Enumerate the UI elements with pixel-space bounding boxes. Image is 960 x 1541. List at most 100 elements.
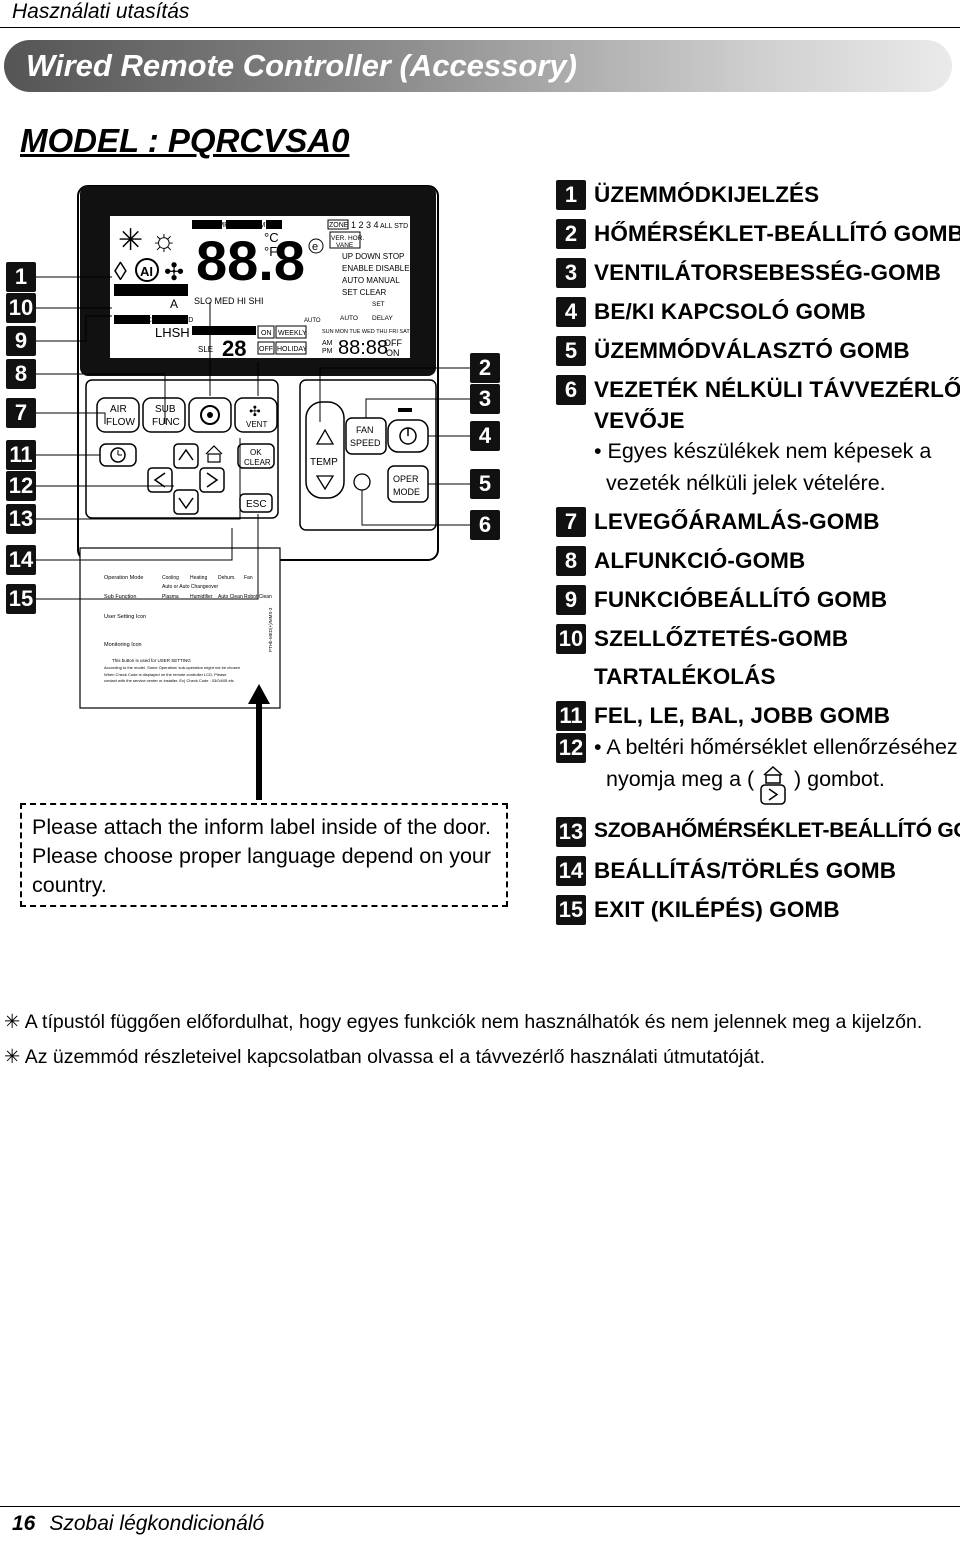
footer-title: Szobai légkondicionáló [49,1512,265,1535]
item-num-1: 1 [556,180,586,210]
item-text-2: HŐMÉRSÉKLET-BEÁLLÍTÓ GOMB [594,221,960,246]
air-flow-button[interactable]: AIR FLOW [96,397,140,433]
fan-speed-button[interactable]: FAN SPEED [345,417,387,455]
asterisk-icon: ✳ [4,1011,21,1033]
item-text-reserve: TARTALÉKOLÁS [594,664,776,689]
svg-text:SPEED: SPEED [350,438,381,448]
svg-text:FLOW: FLOW [106,417,135,428]
notice-line-3: country. [32,873,107,897]
asterisk-icon: ✳ [4,1046,21,1068]
left-button[interactable] [147,467,173,493]
item6-note-a: • Egyes készülékek nem képesek a [594,439,932,463]
header-title: Használati utasítás [12,0,190,23]
fan-speed-bar [152,315,188,324]
svg-text:Plasma: Plasma [162,594,179,600]
svg-text:SET: SET [268,222,282,229]
svg-text:1 2 3 4: 1 2 3 4 [351,220,379,230]
ok-clear-button[interactable]: OK CLEAR [237,443,275,469]
sub-func-button[interactable]: SUB FUNC [142,397,186,433]
svg-text:RESERVATION: RESERVATION [204,328,253,335]
temp-button[interactable]: TEMP [305,401,345,499]
svg-text:Fan: Fan [244,575,253,581]
item-num-10: 10 [556,624,586,654]
section-banner: Wired Remote Controller (Accessory) [4,40,952,92]
item-num-14: 14 [556,856,586,886]
sub-func-bar [114,315,150,324]
svg-text:Cooling: Cooling [162,575,179,581]
item-num-4: 4 [556,297,586,327]
svg-text:MODE: MODE [393,487,420,497]
item-num-2: 2 [556,219,586,249]
svg-text:Monitoring Icon: Monitoring Icon [104,642,142,648]
item-text-13: SZOBAHŐMÉRSÉKLET-BEÁLLÍTÓ GOMB [594,819,960,842]
footnote-1-text: A típustól függően előfordulhat, hogy eg… [24,1011,923,1033]
callout-5: 5 [470,469,500,499]
svg-text:Humidifier: Humidifier [190,594,213,600]
item-num-5: 5 [556,336,586,366]
a-icon: A [170,297,178,311]
item-num-12: 12 [556,733,586,763]
svg-text:Auto Clean: Auto Clean [218,594,243,600]
svg-text:ROOM TEMP: ROOM TEMP [227,222,270,229]
svg-text:SET: SET [372,301,385,308]
svg-text:SLE: SLE [198,345,213,354]
item12-note-a: • A beltéri hőmérséklet ellenőrzéséhez [594,735,958,759]
callout-3: 3 [470,384,500,414]
oper-mode-button[interactable]: OPER MODE [387,465,429,503]
svg-text:UP DOWN STOP: UP DOWN STOP [342,252,404,261]
svg-text:SUN MON TUE WED THU FRI SAT: SUN MON TUE WED THU FRI SAT [322,329,410,335]
svg-text:OFF: OFF [259,346,273,353]
item-text-9: FUNKCIÓBEÁLLÍTÓ GOMB [594,587,888,612]
svg-text:ESC: ESC [246,499,267,510]
right-button[interactable] [199,467,225,493]
item-text-3: VENTILÁTORSEBESSÉG-GOMB [594,260,941,285]
vent-button[interactable]: ✣ VENT [234,397,278,433]
item-text-6b: VEVŐJE [594,408,685,433]
item-num-7: 7 [556,507,586,537]
svg-text:AM: AM [322,340,333,347]
timer-button[interactable] [99,443,137,467]
svg-text:VER. HOR.: VER. HOR. [331,235,364,242]
svg-text:Dehum.: Dehum. [218,575,236,581]
svg-text:°C: °C [264,230,279,245]
item12-note-c: ) gombot. [794,767,885,791]
svg-text:ZONE: ZONE [329,222,349,229]
down-button[interactable] [173,489,199,515]
svg-text:e: e [312,241,318,253]
callout-9: 9 [6,326,36,356]
svg-text:FUNC: FUNC [152,417,180,428]
header-rule [0,27,960,28]
item-num-13: 13 [556,817,586,847]
up-button[interactable] [173,443,199,469]
power-button[interactable] [387,419,429,453]
footnote-1: ✳ A típustól függően előfordulhat, hogy … [4,1010,922,1034]
svg-text:Sub Function: Sub Function [104,594,136,600]
svg-text:HOLIDAY: HOLIDAY [277,346,308,353]
lcd-digits: 88.8 [196,229,305,292]
item-num-3: 3 [556,258,586,288]
callout-2: 2 [470,353,500,383]
svg-text:88:88: 88:88 [338,337,388,359]
callout-7: 7 [6,398,36,428]
e-icon [308,238,324,254]
function-setting-button[interactable] [188,397,232,433]
banner-title: Wired Remote Controller (Accessory) [26,48,577,83]
door-side-text: PTHb-MED(+)/MMS-3 [268,607,273,652]
page-number: 16 [12,1512,36,1535]
item12-note-b: nyomja meg a ( [606,767,755,791]
item-num-15: 15 [556,895,586,925]
svg-text:ALL STD: ALL STD [380,223,408,230]
svg-text:This button is used for USER S: This button is used for USER SETTING [112,658,191,663]
footnote-2-text: Az üzemmód részleteivel kapcsolatban olv… [24,1046,765,1068]
room-temp-button-icon [760,765,786,805]
svg-text:VENT: VENT [246,420,267,429]
svg-text:OPER: OPER [393,474,419,484]
drop-icon: ◊ [114,256,127,286]
svg-text:User Setting Icon: User Setting Icon [104,614,146,620]
item-num-8: 8 [556,546,586,576]
ventilation-bar [114,284,188,296]
callout-12: 12 [6,471,36,501]
svg-text:Operation Mode: Operation Mode [104,575,143,581]
svg-text:AUTO MANUAL: AUTO MANUAL [342,276,400,285]
esc-button[interactable]: ESC [239,493,273,513]
